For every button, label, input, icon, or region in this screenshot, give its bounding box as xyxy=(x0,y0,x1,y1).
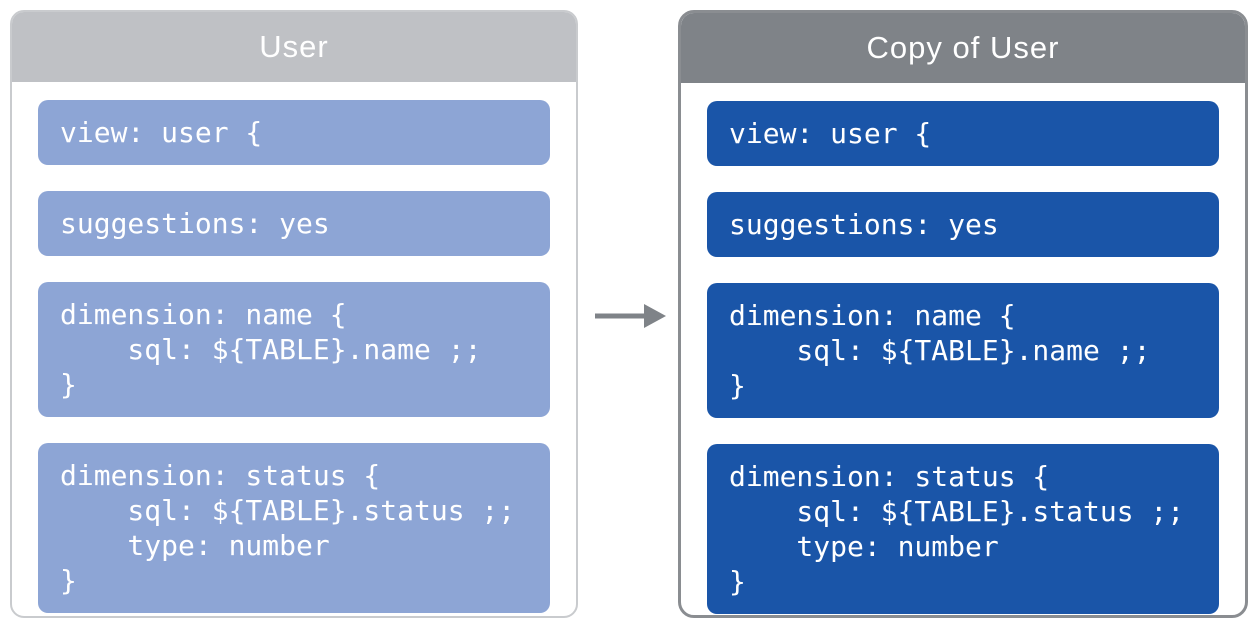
code-line: } xyxy=(729,565,746,598)
code-block-dimension-name: dimension: name { sql: ${TABLE}.name ;; … xyxy=(38,282,550,417)
copy-arrow xyxy=(594,302,668,330)
code-line: suggestions: yes xyxy=(60,207,330,240)
code-block-view-user-copy: view: user { xyxy=(707,101,1219,166)
code-line: suggestions: yes xyxy=(729,208,999,241)
code-block-dimension-status: dimension: status { sql: ${TABLE}.status… xyxy=(38,443,550,613)
code-line: dimension: name { xyxy=(60,298,347,331)
code-block-suggestions: suggestions: yes xyxy=(38,191,550,256)
panel-copy-of-user-title: Copy of User xyxy=(866,30,1060,65)
code-line: } xyxy=(729,369,746,402)
code-line: dimension: status { xyxy=(60,459,381,492)
panel-copy-of-user-body: view: user { suggestions: yes dimension:… xyxy=(681,83,1245,615)
code-line: sql: ${TABLE}.status ;; xyxy=(60,494,516,527)
code-line: dimension: name { xyxy=(729,299,1016,332)
code-line: } xyxy=(60,564,77,597)
code-line: view: user { xyxy=(729,117,932,150)
code-block-view-user: view: user { xyxy=(38,100,550,165)
code-line: type: number xyxy=(60,529,330,562)
code-block-suggestions-copy: suggestions: yes xyxy=(707,192,1219,257)
code-line: view: user { xyxy=(60,116,263,149)
code-line: sql: ${TABLE}.status ;; xyxy=(729,495,1185,528)
panel-copy-of-user: Copy of User view: user { suggestions: y… xyxy=(678,10,1248,618)
panel-user-header: User xyxy=(12,12,576,82)
code-line: dimension: status { xyxy=(729,460,1050,493)
panel-user-title: User xyxy=(259,29,329,64)
arrow-right-icon xyxy=(595,304,666,328)
code-line: type: number xyxy=(729,530,999,563)
panel-copy-of-user-header: Copy of User xyxy=(681,13,1245,83)
panel-user-body: view: user { suggestions: yes dimension:… xyxy=(12,82,576,616)
code-line: sql: ${TABLE}.name ;; xyxy=(729,334,1151,367)
panel-user: User view: user { suggestions: yes dimen… xyxy=(10,10,578,618)
code-line: } xyxy=(60,368,77,401)
code-block-dimension-name-copy: dimension: name { sql: ${TABLE}.name ;; … xyxy=(707,283,1219,418)
code-block-dimension-status-copy: dimension: status { sql: ${TABLE}.status… xyxy=(707,444,1219,614)
code-line: sql: ${TABLE}.name ;; xyxy=(60,333,482,366)
